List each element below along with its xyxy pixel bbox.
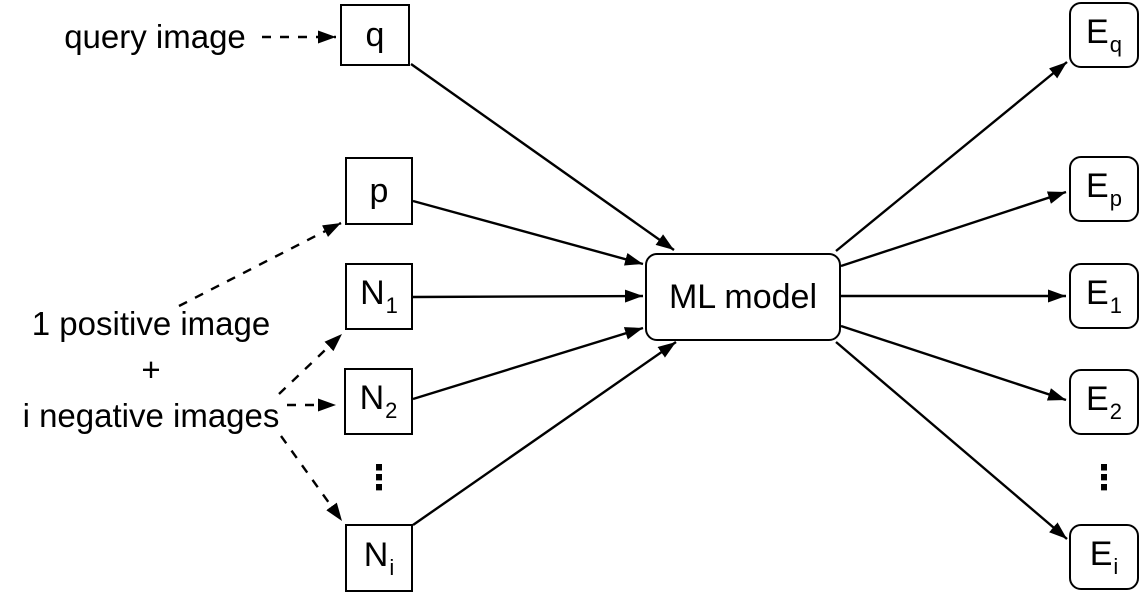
node-eq-base: E [1086, 12, 1109, 51]
vertical-ellipsis-outputs: ⋮ [1087, 458, 1121, 498]
node-e1-base: E [1086, 273, 1109, 312]
node-n1-label: N1 [360, 276, 398, 317]
node-ni-base: N [363, 535, 389, 574]
label-plus: + [141, 351, 161, 388]
node-n2: N2 [344, 368, 413, 435]
node-n1-base: N [360, 274, 385, 312]
node-ei-label: Ei [1090, 537, 1119, 578]
arrow-q-to-ml-model [410, 63, 675, 251]
label-query-image: query image [64, 18, 246, 55]
dashed-arrow-inputs-to-p [178, 221, 342, 308]
vertical-ellipsis-inputs: ⋮ [362, 458, 396, 498]
node-ei-base: E [1089, 534, 1113, 573]
node-eq: Eq [1069, 2, 1139, 68]
node-n1-subscript: 1 [385, 293, 398, 318]
arrow-n1-to-ml-model [412, 289, 644, 303]
node-e1: E1 [1069, 263, 1139, 329]
node-ml-model-label: ML model [668, 278, 818, 316]
node-e2-label: E2 [1086, 382, 1122, 423]
node-ei: Ei [1069, 524, 1139, 590]
node-q: q [340, 4, 410, 66]
node-n2-subscript: 2 [385, 398, 398, 423]
node-ni-subscript: i [389, 554, 395, 580]
node-ei-subscript: i [1113, 553, 1119, 579]
arrow-ml-model-to-ep [840, 190, 1067, 268]
node-e1-label: E1 [1086, 276, 1122, 317]
arrow-ml-model-to-e2 [840, 324, 1067, 402]
node-q-label: q [365, 16, 385, 54]
dashed-arrow-inputs-to-n1 [278, 333, 343, 395]
arrow-ml-model-to-ei [835, 341, 1068, 540]
node-ni: Ni [345, 524, 413, 592]
node-p: p [345, 157, 413, 225]
node-n1: N1 [345, 263, 413, 330]
node-n2-base: N [359, 379, 385, 417]
arrow-n2-to-ml-model [412, 326, 644, 401]
arrow-p-to-ml-model [412, 199, 644, 266]
node-eq-label: Eq [1086, 15, 1122, 56]
node-p-label: p [369, 172, 389, 210]
node-e2: E2 [1069, 369, 1139, 435]
node-ni-label: Ni [364, 538, 394, 579]
node-ep-label: Ep [1086, 169, 1122, 210]
arrow-ml-model-to-eq [835, 61, 1068, 252]
label-positive-image: 1 positive image [31, 305, 271, 342]
node-n2-label: N2 [360, 381, 398, 422]
node-ml-model: ML model [645, 253, 841, 341]
label-negative-images: i negative images [22, 397, 280, 434]
node-e2-subscript: 2 [1109, 398, 1122, 424]
dashed-arrow-inputs-to-ni [280, 435, 343, 522]
arrow-ni-to-ml-model [412, 341, 677, 526]
node-eq-subscript: q [1109, 31, 1122, 57]
node-e1-subscript: 1 [1109, 292, 1122, 318]
node-ep: Ep [1069, 156, 1139, 222]
node-e2-base: E [1086, 379, 1109, 418]
label-input-set: 1 positive image + i negative images [5, 301, 297, 439]
node-ep-base: E [1086, 166, 1109, 205]
node-ep-subscript: p [1109, 185, 1122, 211]
